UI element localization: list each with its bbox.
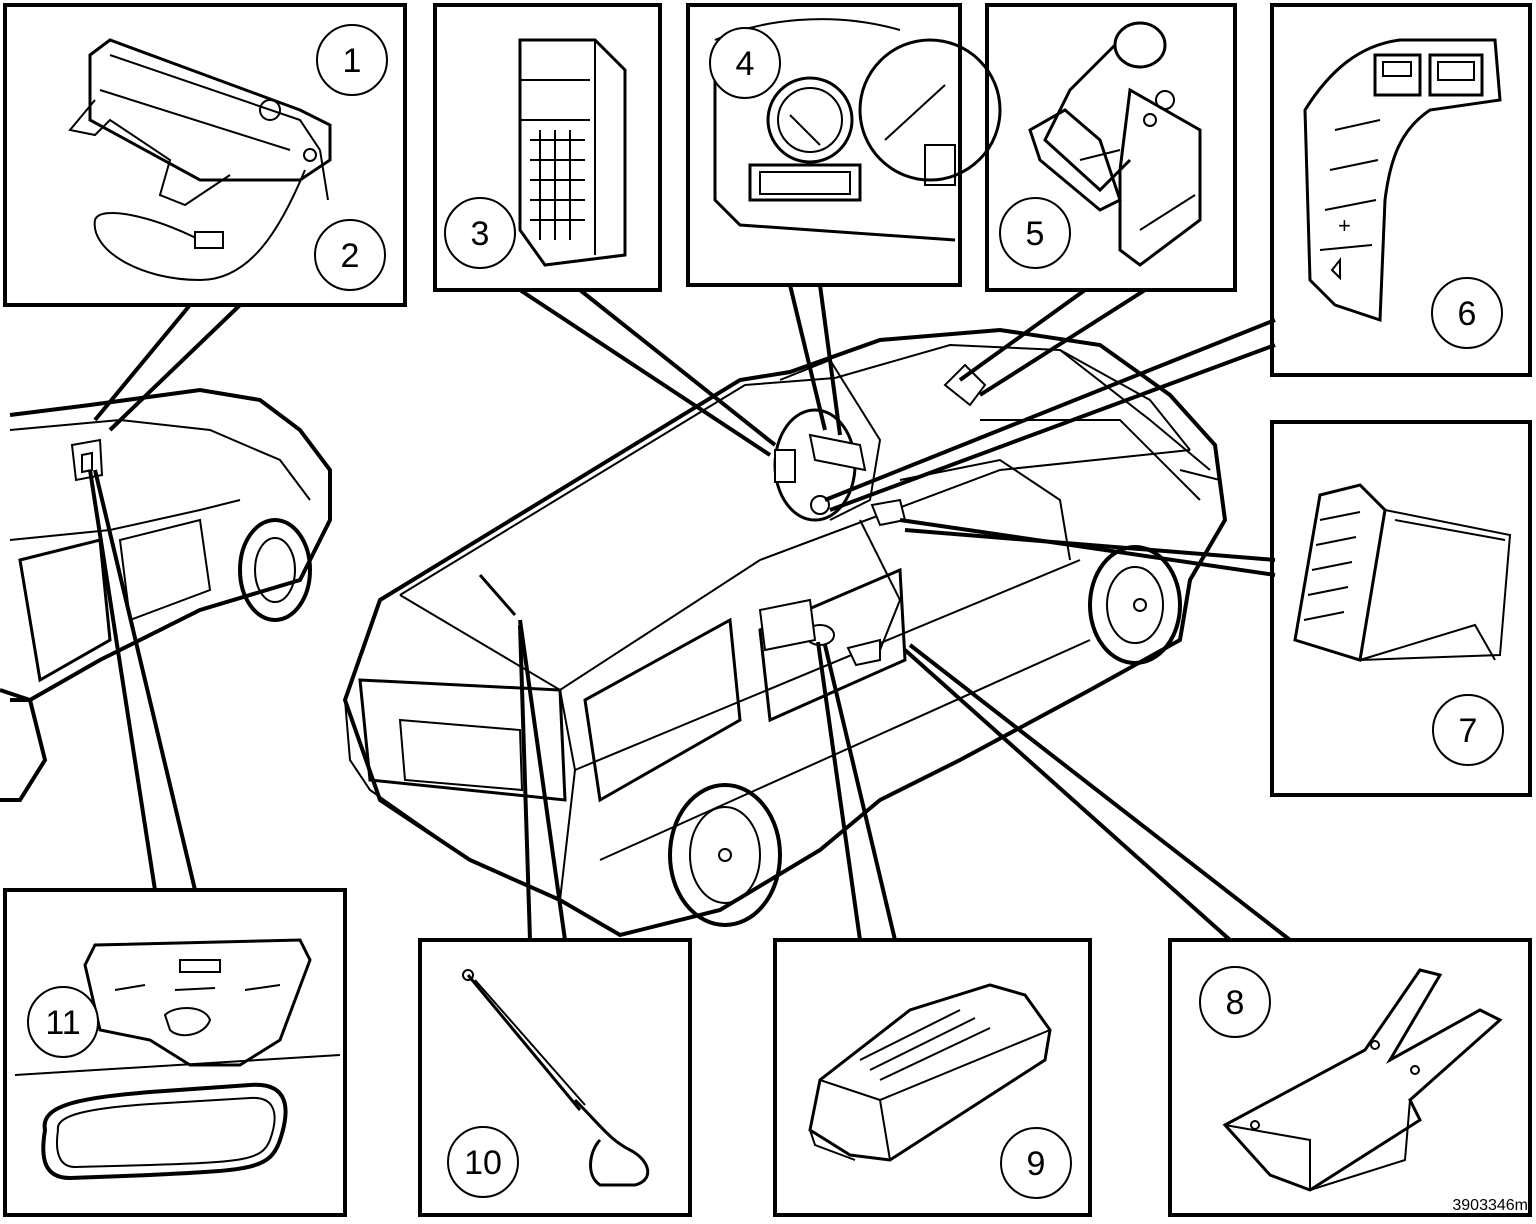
svg-text:9: 9	[1027, 1145, 1046, 1183]
svg-text:5: 5	[1026, 215, 1045, 253]
svg-text:3: 3	[471, 215, 490, 253]
callout-1: 1	[316, 24, 388, 96]
reference-code: 3903346m	[1452, 1197, 1528, 1214]
callout-8: 8	[1199, 966, 1271, 1038]
callout-7: 7	[1432, 694, 1504, 766]
svg-text:7: 7	[1459, 712, 1478, 750]
left-vehicle-view	[0, 387, 332, 802]
marker-6	[810, 495, 830, 515]
svg-text:11: 11	[45, 1004, 80, 1042]
svg-text:6: 6	[1458, 295, 1477, 333]
callout-6: 6	[1431, 277, 1503, 349]
connector-pins	[530, 130, 585, 240]
svg-text:4: 4	[736, 45, 755, 83]
marker-5	[943, 363, 987, 407]
callout-2: 2	[314, 219, 386, 291]
marker-8	[846, 638, 881, 667]
detail-box-9	[773, 938, 1092, 1217]
detail-box-1-2	[3, 3, 407, 307]
detail-box-4	[686, 3, 1002, 287]
marker-10	[478, 574, 517, 616]
svg-text:10: 10	[464, 1144, 502, 1182]
detail-box-8	[1168, 938, 1532, 1217]
detail-box-7	[1270, 420, 1532, 797]
callout-5: 5	[999, 197, 1071, 269]
main-vehicle	[342, 327, 1228, 938]
detail-box-5	[985, 3, 1237, 292]
callout-11: 11	[27, 986, 99, 1058]
svg-text:8: 8	[1226, 984, 1245, 1022]
detail-box-11	[3, 888, 347, 1217]
detail-box-6: +	[1270, 3, 1532, 377]
marker-4	[808, 433, 867, 472]
detail-box-3	[433, 3, 662, 292]
svg-text:+: +	[1338, 213, 1351, 238]
callout-10: 10	[447, 1126, 519, 1198]
card-slots	[1303, 511, 1361, 621]
detail-box-10	[418, 938, 692, 1217]
marker-3	[774, 449, 796, 483]
callout-9: 9	[1000, 1127, 1072, 1199]
callout-3: 3	[444, 197, 516, 269]
svg-text:1: 1	[343, 42, 362, 80]
leader-lines	[88, 284, 1292, 942]
callout-4: 4	[709, 27, 781, 99]
svg-text:2: 2	[341, 237, 360, 275]
